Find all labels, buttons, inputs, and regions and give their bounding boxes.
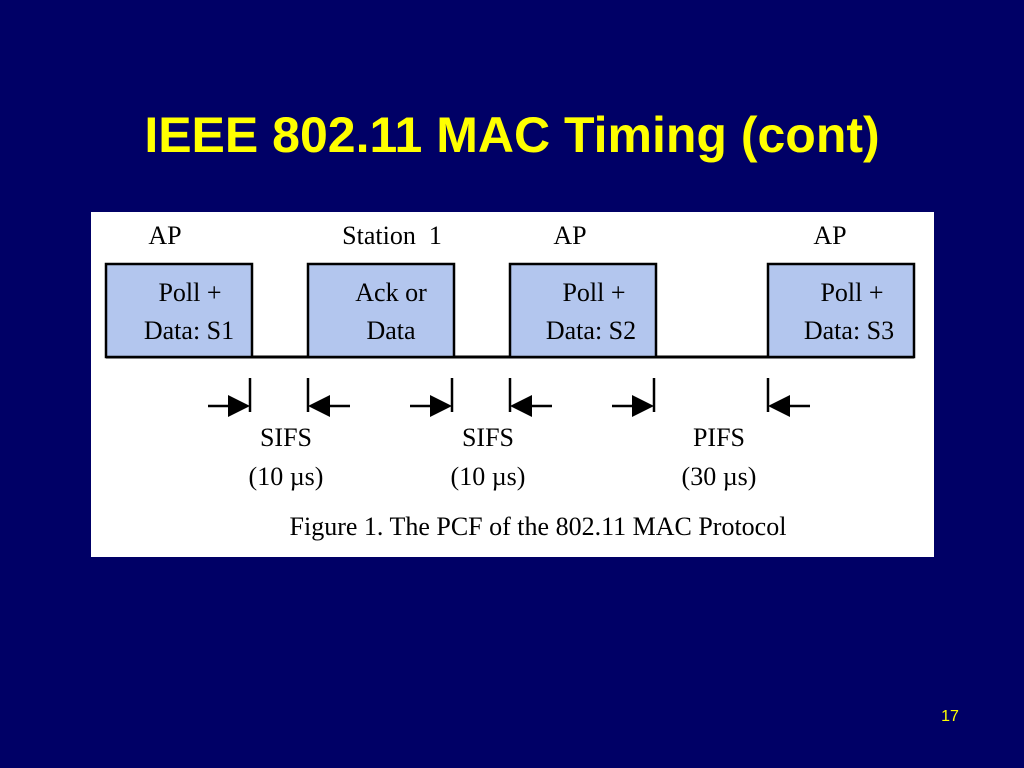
gap-duration-3: (30 µs) <box>682 462 757 491</box>
frame-text-station-line1: Ack or <box>355 278 427 307</box>
slide-title: IEEE 802.11 MAC Timing (cont) <box>144 107 880 163</box>
frame-box-ap-2 <box>508 262 658 359</box>
frame-text-ap-2-line2: Data: S2 <box>546 316 636 345</box>
pcf-timing-figure: AP Station 1 AP AP Poll + Data: S1 Ack o… <box>91 212 934 557</box>
frame-text-ap-3-line2: Data: S3 <box>804 316 894 345</box>
frame-owner-ap-1: AP <box>148 221 181 250</box>
frame-text-ap-1-line2: Data: S1 <box>144 316 234 345</box>
arrow-right-icon <box>430 395 452 417</box>
gap-marker-pifs <box>612 378 810 417</box>
frame-owner-ap-3: AP <box>813 221 846 250</box>
frame-owner-ap-2: AP <box>553 221 586 250</box>
gap-duration-2: (10 µs) <box>451 462 526 491</box>
arrow-left-icon <box>510 395 532 417</box>
frame-text-station-line2: Data <box>366 316 416 345</box>
frame-box-ap-3 <box>766 262 916 359</box>
arrow-right-icon <box>228 395 250 417</box>
gap-duration-1: (10 µs) <box>249 462 324 491</box>
frame-text-ap-1-line1: Poll + <box>158 278 221 307</box>
frame-text-ap-2-line1: Poll + <box>562 278 625 307</box>
frame-owner-station-1: Station 1 <box>342 221 442 250</box>
gap-name-3: PIFS <box>693 423 745 452</box>
gap-marker-sifs-2 <box>410 378 552 417</box>
page-number: 17 <box>941 708 959 725</box>
arrow-left-icon <box>308 395 330 417</box>
frame-box-station-1 <box>306 262 456 359</box>
gap-name-1: SIFS <box>260 423 312 452</box>
frame-box-ap-1 <box>104 262 254 359</box>
arrow-right-icon <box>632 395 654 417</box>
timing-diagram: AP Station 1 AP AP Poll + Data: S1 Ack o… <box>104 221 916 541</box>
gap-marker-sifs-1 <box>208 378 350 417</box>
figure-caption: Figure 1. The PCF of the 802.11 MAC Prot… <box>290 512 787 541</box>
arrow-left-icon <box>768 395 790 417</box>
gap-name-2: SIFS <box>462 423 514 452</box>
frame-text-ap-3-line1: Poll + <box>820 278 883 307</box>
